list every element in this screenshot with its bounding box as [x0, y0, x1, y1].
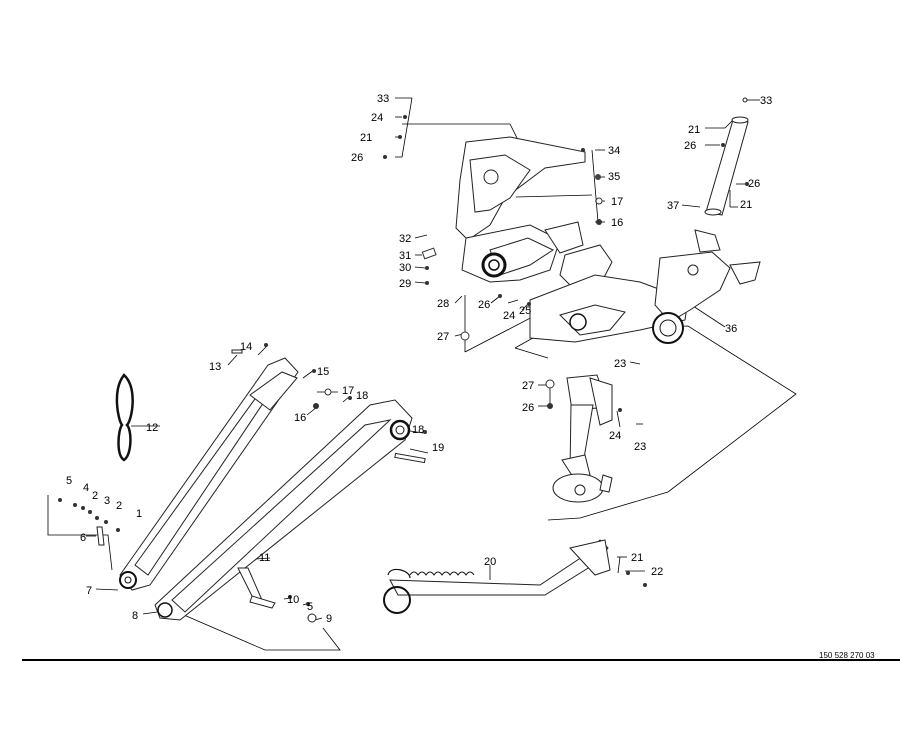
jack-stand [552, 374, 613, 503]
callout-23: 23 [634, 441, 646, 453]
callout-17: 17 [611, 196, 623, 208]
callout-11: 11 [259, 552, 270, 564]
callout-6: 6 [80, 532, 86, 544]
callout-28: 28 [437, 298, 449, 310]
callout-24: 24 [371, 112, 383, 124]
callout-18: 18 [412, 424, 424, 436]
document-number: 150 528 270 03 [819, 651, 875, 660]
callout-35: 35 [608, 171, 620, 183]
callout-26: 26 [478, 299, 490, 311]
callout-7: 7 [86, 585, 92, 597]
callout-2: 2 [92, 490, 98, 502]
callout-24: 24 [503, 310, 515, 322]
callout-27: 27 [437, 331, 449, 343]
arm-part-8 [154, 399, 413, 621]
callout-19: 19 [432, 442, 444, 454]
callout-3: 3 [104, 495, 110, 507]
post-part-37 [704, 97, 749, 216]
callout-26: 26 [522, 402, 534, 414]
callout-31: 31 [399, 250, 411, 262]
callout-5: 5 [66, 475, 72, 487]
callout-23: 23 [614, 358, 626, 370]
callout-33: 33 [760, 95, 772, 107]
callout-33: 33 [377, 93, 389, 105]
callout-21: 21 [740, 199, 752, 211]
callout-16: 16 [611, 217, 623, 229]
callout-29: 29 [399, 278, 411, 290]
callout-32: 32 [399, 233, 411, 245]
callout-16: 16 [294, 412, 306, 424]
callout-8: 8 [132, 610, 138, 622]
callout-4: 4 [83, 482, 89, 494]
callout-26: 26 [351, 152, 363, 164]
callout-26: 26 [684, 140, 696, 152]
callout-26: 26 [748, 178, 760, 190]
callout-1: 1 [136, 508, 142, 520]
callout-27: 27 [522, 380, 534, 392]
callout-15: 15 [317, 366, 329, 378]
callout-34: 34 [608, 145, 620, 157]
callout-24: 24 [609, 430, 621, 442]
callout-12: 12 [146, 422, 158, 434]
main-frame [455, 136, 761, 344]
hitch-bar-part-20 [383, 539, 611, 614]
callout-2: 2 [116, 500, 122, 512]
callout-22: 22 [651, 566, 663, 578]
bracket-part-11 [237, 567, 276, 609]
callout-37: 37 [667, 200, 679, 212]
callout-30: 30 [399, 262, 411, 274]
callout-21: 21 [360, 132, 372, 144]
callout-36: 36 [725, 323, 737, 335]
callout-9: 9 [326, 613, 332, 625]
callout-18: 18 [356, 390, 368, 402]
arm-part-7 [119, 357, 299, 591]
callout-10: 10 [287, 594, 299, 606]
callout-21: 21 [631, 552, 643, 564]
callout-20: 20 [484, 556, 496, 568]
parts [58, 97, 761, 623]
callout-21: 21 [688, 124, 700, 136]
small-hardware [58, 115, 749, 623]
chain-part-12 [115, 373, 134, 462]
callout-14: 14 [240, 341, 252, 353]
callout-25: 25 [519, 305, 531, 317]
callout-5: 5 [307, 601, 313, 613]
callout-13: 13 [209, 361, 221, 373]
callout-17: 17 [342, 385, 354, 397]
